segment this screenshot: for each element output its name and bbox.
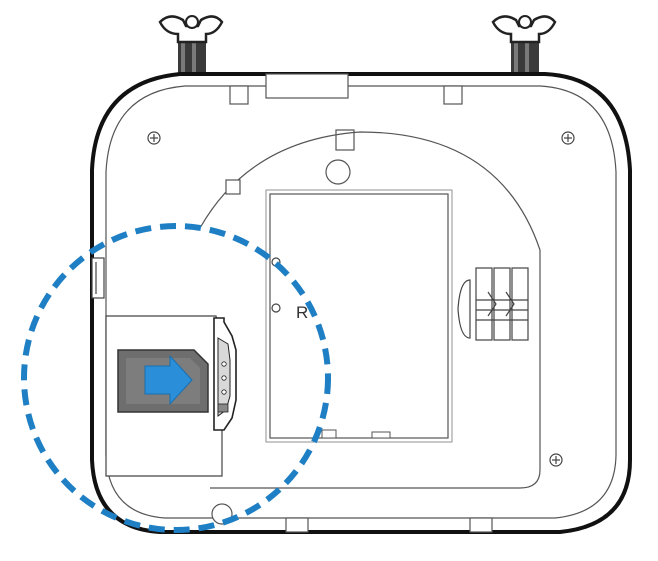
reset-label: R <box>296 303 308 322</box>
bottom-tabs <box>211 503 493 533</box>
top-tabs <box>229 73 463 151</box>
arrow-right-icon <box>144 354 193 406</box>
router-body-inner <box>105 85 617 519</box>
cable-channel <box>457 267 529 341</box>
screw-holes <box>147 131 575 467</box>
bottom-recess <box>199 131 541 489</box>
antenna-left <box>158 15 224 82</box>
antenna-right <box>491 15 557 82</box>
highlight-circle <box>21 223 331 533</box>
label-panel <box>269 193 449 439</box>
side-slot <box>91 257 105 299</box>
reset-hole <box>271 303 281 313</box>
mount-hole <box>325 159 351 185</box>
